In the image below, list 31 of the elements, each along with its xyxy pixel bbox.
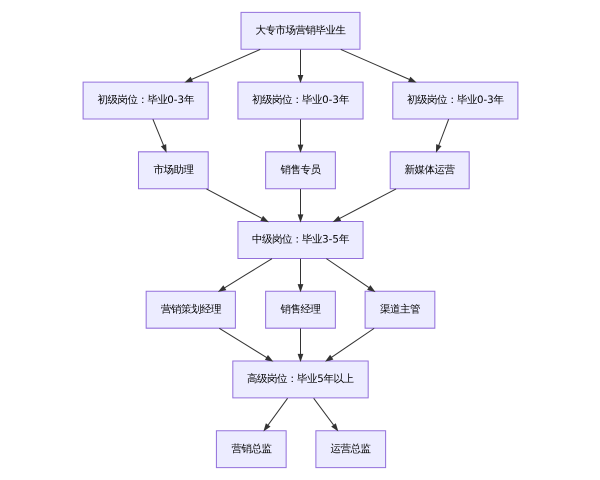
- node-box: 初级岗位：毕业0-3年: [236, 82, 364, 120]
- arrow: [297, 119, 303, 153]
- arrow: [217, 258, 272, 292]
- arrow: [324, 328, 374, 362]
- node-box: 营销策划经理: [145, 290, 236, 329]
- node-box: 市场助理: [137, 151, 208, 190]
- node-box: 营销总监: [215, 430, 286, 468]
- node-box: 渠道主管: [364, 290, 435, 329]
- arrow: [297, 328, 303, 362]
- node-box: 初级岗位：毕业0-3年: [392, 82, 518, 120]
- node-box: 中级岗位：毕业3-5年: [236, 221, 364, 259]
- node-box: 初级岗位：毕业0-3年: [82, 82, 208, 120]
- arrow: [340, 48, 416, 83]
- arrow: [206, 188, 268, 222]
- node-box: 销售经理: [264, 290, 336, 329]
- node-box: 新媒体运营: [389, 151, 470, 190]
- node-box: 高级岗位：毕业5年以上: [232, 360, 368, 398]
- arrow: [184, 48, 260, 83]
- node-box: 销售专员: [264, 151, 336, 190]
- node-box: 运营总监: [314, 430, 386, 468]
- arrow: [435, 119, 449, 153]
- arrow: [262, 398, 288, 432]
- arrow: [297, 50, 303, 84]
- arrow: [332, 188, 396, 222]
- node-box: 大专市场营销毕业生: [240, 12, 360, 50]
- arrow: [297, 189, 303, 223]
- arrow: [218, 328, 273, 362]
- arrow: [152, 119, 166, 153]
- arrow: [312, 398, 338, 432]
- arrow: [326, 258, 375, 292]
- arrow: [297, 258, 303, 292]
